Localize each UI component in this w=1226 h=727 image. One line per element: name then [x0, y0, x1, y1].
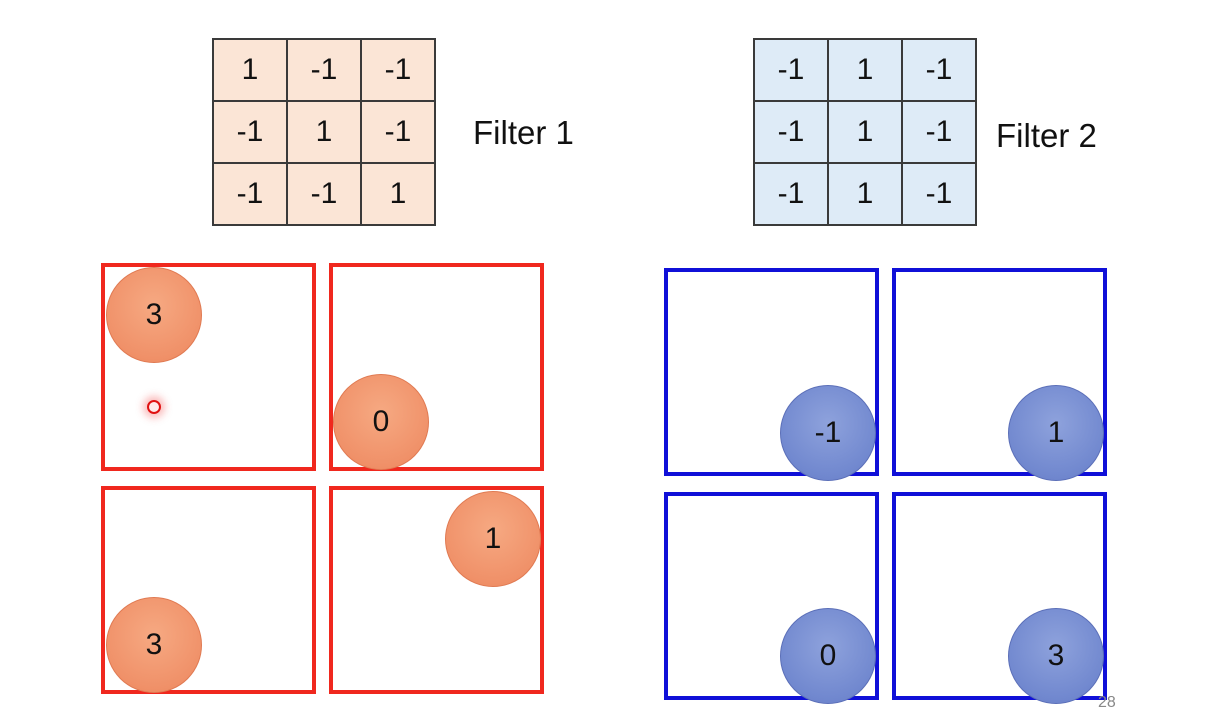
filter-2-cell: 1 — [827, 100, 903, 164]
feature-value-circle: 0 — [780, 608, 876, 704]
filter-2-cell: -1 — [901, 100, 977, 164]
feature-value-circle: 3 — [106, 597, 202, 693]
feature-map-1-cell-bottom-left — [101, 486, 316, 694]
filter-2-cell: -1 — [753, 100, 829, 164]
filter-2-matrix: -1 1 -1 -1 1 -1 -1 1 -1 — [753, 38, 977, 226]
feature-value-circle: 1 — [1008, 385, 1104, 481]
feature-value-circle: 0 — [333, 374, 429, 470]
filter-2-label: Filter 2 — [996, 117, 1097, 154]
filter-1-cell: -1 — [212, 162, 288, 226]
filter-1-matrix: 1 -1 -1 -1 1 -1 -1 -1 1 — [212, 38, 436, 226]
filter-1-cell: 1 — [212, 38, 288, 102]
feature-map-1-cell-top-right — [329, 263, 544, 471]
filter-1-label: Filter 1 — [473, 114, 574, 151]
feature-value-circle: -1 — [780, 385, 876, 481]
filter-1-cell: 1 — [360, 162, 436, 226]
feature-map-1-cell-bottom-right — [329, 486, 544, 694]
feature-map-2-cell-top-left — [664, 268, 879, 476]
filter-1-cell: -1 — [360, 100, 436, 164]
filter-2-cell: -1 — [753, 38, 829, 102]
feature-map-2-cell-bottom-left — [664, 492, 879, 700]
filter-1-cell: -1 — [286, 162, 362, 226]
page-number: 28 — [1098, 694, 1116, 711]
pointer-cursor-icon — [147, 400, 161, 414]
feature-map-1-cell-top-left — [101, 263, 316, 471]
filter-2-cell: 1 — [827, 162, 903, 226]
filter-1-cell: -1 — [360, 38, 436, 102]
filter-2-cell: -1 — [901, 38, 977, 102]
filter-2-cell: -1 — [901, 162, 977, 226]
filter-1-cell: -1 — [212, 100, 288, 164]
filter-1-cell: -1 — [286, 38, 362, 102]
filter-1-cell: 1 — [286, 100, 362, 164]
feature-value-circle: 3 — [106, 267, 202, 363]
feature-value-circle: 1 — [445, 491, 541, 587]
feature-value-circle: 3 — [1008, 608, 1104, 704]
filter-2-cell: -1 — [753, 162, 829, 226]
filter-2-cell: 1 — [827, 38, 903, 102]
feature-map-2-cell-top-right — [892, 268, 1107, 476]
feature-map-2-cell-bottom-right — [892, 492, 1107, 700]
